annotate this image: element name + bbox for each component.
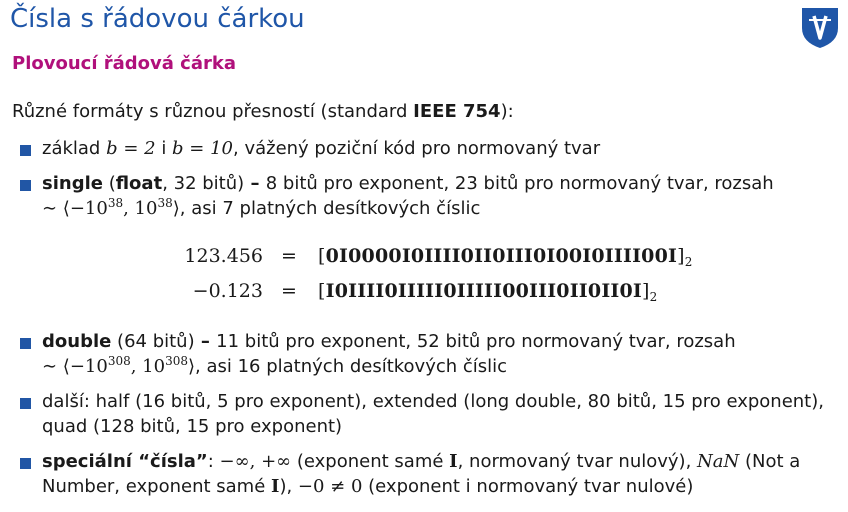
equation-equals: = bbox=[281, 245, 297, 267]
equation-rhs: [0I0000I0IIII0II0III0I00I0IIII00I]2 bbox=[318, 245, 693, 269]
binary-bits: 0I0000I0IIII0II0III0I00I0IIII00I bbox=[325, 245, 678, 267]
math-nan: NaN bbox=[697, 451, 740, 472]
math-bit-one: I bbox=[449, 451, 458, 472]
item-text: : bbox=[207, 451, 220, 472]
list-item-single: single (float, 32 bitů) – 8 bitů pro exp… bbox=[20, 171, 840, 221]
list-item-other-formats: další: half (16 bitů, 5 pro exponent), e… bbox=[20, 389, 840, 439]
item-text: , vážený poziční kód pro normovaný tvar bbox=[233, 138, 601, 159]
bracket-open: [ bbox=[318, 245, 326, 267]
bracket-close: ] bbox=[677, 245, 685, 267]
bracket-open: [ bbox=[318, 280, 326, 302]
bullet-square-icon bbox=[20, 180, 31, 191]
equation-lhs: −0.123 bbox=[192, 280, 263, 302]
bullet-square-icon bbox=[20, 398, 31, 409]
item-text: Number, exponent samé bbox=[42, 476, 272, 497]
item-text: 11 bitů pro exponent, 52 bitů pro normov… bbox=[216, 331, 736, 352]
list-item-base: základ b = 2 i b = 10, vážený poziční kó… bbox=[20, 136, 840, 161]
item-bold: double bbox=[42, 331, 112, 352]
item-bold: float bbox=[115, 173, 163, 194]
range-exp: 308 bbox=[165, 354, 188, 368]
range-mid: , 10 bbox=[123, 198, 158, 219]
base-subscript: 2 bbox=[649, 290, 658, 304]
item-text: (exponent samé bbox=[291, 451, 450, 472]
item-text: další: half (16 bitů, 5 pro exponent), e… bbox=[42, 391, 824, 412]
section-subtitle: Plovoucí řádová čárka bbox=[12, 53, 236, 74]
item-dash: – bbox=[244, 173, 266, 194]
range-exp: 38 bbox=[157, 196, 173, 210]
list-item-special-numbers: speciální “čísla”: −∞, +∞ (exponent samé… bbox=[20, 449, 840, 499]
equation-lhs: 123.456 bbox=[184, 245, 263, 267]
math-b-10: b = 10 bbox=[172, 138, 233, 159]
bullet-square-icon bbox=[20, 145, 31, 156]
item-text: ), bbox=[279, 476, 298, 497]
range-start: ∼ ⟨−10 bbox=[42, 356, 108, 377]
page-title: Čísla s řádovou čárkou bbox=[10, 4, 305, 34]
item-bold: speciální “čísla” bbox=[42, 451, 208, 472]
intro-text: Různé formáty s různou přesností (standa… bbox=[12, 101, 414, 122]
equation-equals: = bbox=[281, 280, 297, 302]
item-text: , asi 16 platných desítkových číslic bbox=[195, 356, 508, 377]
item-dash: – bbox=[194, 331, 217, 352]
range-math: ∼ ⟨−1038, 1038⟩ bbox=[42, 196, 180, 219]
range-start: ∼ ⟨−10 bbox=[42, 198, 108, 219]
math-b-2: b = 2 bbox=[106, 138, 156, 159]
base-subscript: 2 bbox=[684, 255, 693, 269]
item-text: i bbox=[155, 138, 173, 159]
item-text: ( bbox=[102, 173, 116, 194]
item-text: quad (128 bitů, 15 pro exponent) bbox=[42, 416, 343, 437]
item-text: (exponent i normovaný tvar nulové) bbox=[362, 476, 694, 497]
range-exp: 38 bbox=[107, 196, 124, 210]
math-negative-zero: −0 ≠ 0 bbox=[297, 476, 363, 497]
item-text: (Not a bbox=[739, 451, 801, 472]
range-close: ⟩ bbox=[172, 198, 180, 219]
item-text: základ bbox=[42, 138, 107, 159]
equation-rhs: [I0IIII0IIIII0IIIII00III0II0II0I]2 bbox=[318, 280, 658, 304]
intro-end: ): bbox=[500, 101, 514, 122]
item-text: , 32 bitů) bbox=[162, 173, 245, 194]
item-text: (64 bitů) bbox=[111, 331, 195, 352]
math-infinity: −∞, +∞ bbox=[219, 451, 292, 472]
item-text: , normovaný tvar nulový), bbox=[457, 451, 698, 472]
bracket-close: ] bbox=[642, 280, 650, 302]
range-mid: , 10 bbox=[130, 356, 166, 377]
item-text: , asi 7 platných desítkových číslic bbox=[179, 198, 481, 219]
intro-line: Různé formáty s různou přesností (standa… bbox=[12, 101, 514, 122]
bullet-square-icon bbox=[20, 458, 31, 469]
university-shield-icon bbox=[802, 8, 838, 48]
binary-bits: I0IIII0IIIII0IIIII00III0II0II0I bbox=[325, 280, 643, 302]
math-bit-one: I bbox=[271, 476, 280, 497]
range-math: ∼ ⟨−10308, 10308⟩ bbox=[42, 354, 196, 377]
item-text: 8 bitů pro exponent, 23 bitů pro normova… bbox=[265, 173, 774, 194]
intro-standard: IEEE 754 bbox=[413, 101, 501, 122]
item-bold: single bbox=[42, 173, 103, 194]
list-item-double: double (64 bitů) – 11 bitů pro exponent,… bbox=[20, 329, 840, 379]
range-close: ⟩ bbox=[187, 356, 196, 377]
range-exp: 308 bbox=[107, 354, 131, 368]
bullet-square-icon bbox=[20, 338, 31, 349]
